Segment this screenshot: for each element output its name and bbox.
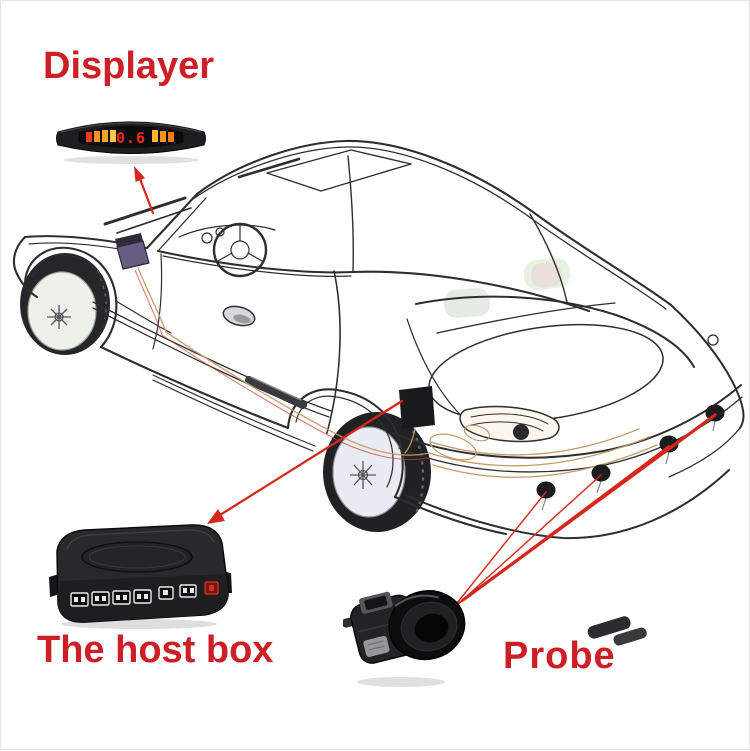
exhaust-tip: [587, 616, 631, 639]
arrow-to-probe: [438, 413, 717, 619]
host-box-marker: [399, 386, 435, 429]
wiring-harness: [134, 267, 658, 478]
displayer-label: Displayer: [43, 45, 215, 87]
trunk-lock: [513, 424, 529, 440]
front-wheel: [20, 253, 110, 355]
steering-wheel: [212, 222, 268, 278]
led-bar-left: [86, 130, 116, 142]
displayer-product-image: 0.6: [51, 107, 211, 165]
bumper-sensor-dot: [591, 464, 611, 482]
host-box-recess: [81, 541, 193, 573]
aux-connector-ports: [158, 584, 197, 600]
bumper-sensor-dot: [659, 435, 679, 453]
car-body: [12, 139, 673, 536]
sensor-connector-ports: [70, 589, 152, 607]
led-distance-reading: 0.6: [116, 129, 146, 147]
probe-label: Probe: [503, 635, 616, 677]
probe-product-image: [341, 569, 469, 691]
bumper-sensor-dot: [536, 481, 556, 499]
power-port: [204, 581, 219, 595]
host-box-label: The host box: [37, 629, 274, 671]
car-interior: [178, 222, 571, 318]
led-bar-right: [152, 130, 174, 142]
arrow-to-host-box: [207, 399, 404, 524]
bumper-sensors: [536, 404, 725, 511]
host-box-product-image: [43, 519, 239, 631]
arrow-to-displayer: [134, 166, 155, 215]
dash-display-marker: [115, 233, 150, 270]
